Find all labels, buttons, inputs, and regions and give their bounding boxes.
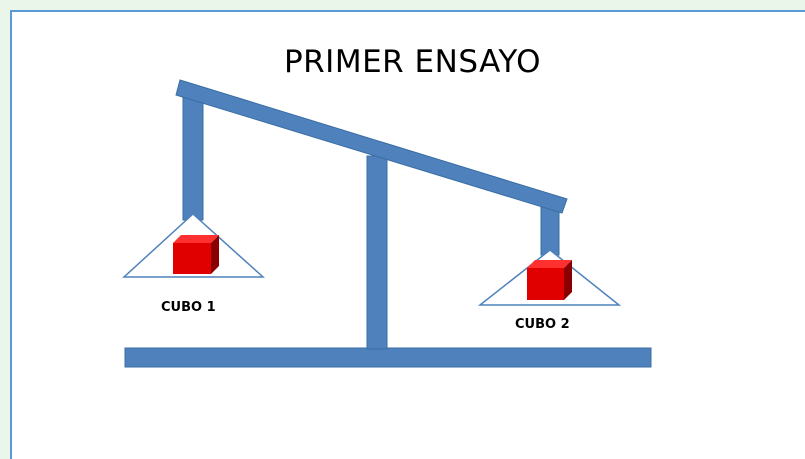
- cube-1: [173, 235, 219, 274]
- cube-2-label: CUBO 2: [515, 317, 570, 332]
- left-rod: [182, 91, 204, 221]
- cube-2: [527, 260, 572, 300]
- diagram-frame: [10, 10, 805, 459]
- cube-1-label: CUBO 1: [161, 300, 216, 315]
- tilted-beam: [175, 79, 568, 214]
- central-post: [366, 155, 388, 350]
- diagram-title: PRIMER ENSAYO: [283, 44, 542, 80]
- scale-base: [124, 347, 652, 368]
